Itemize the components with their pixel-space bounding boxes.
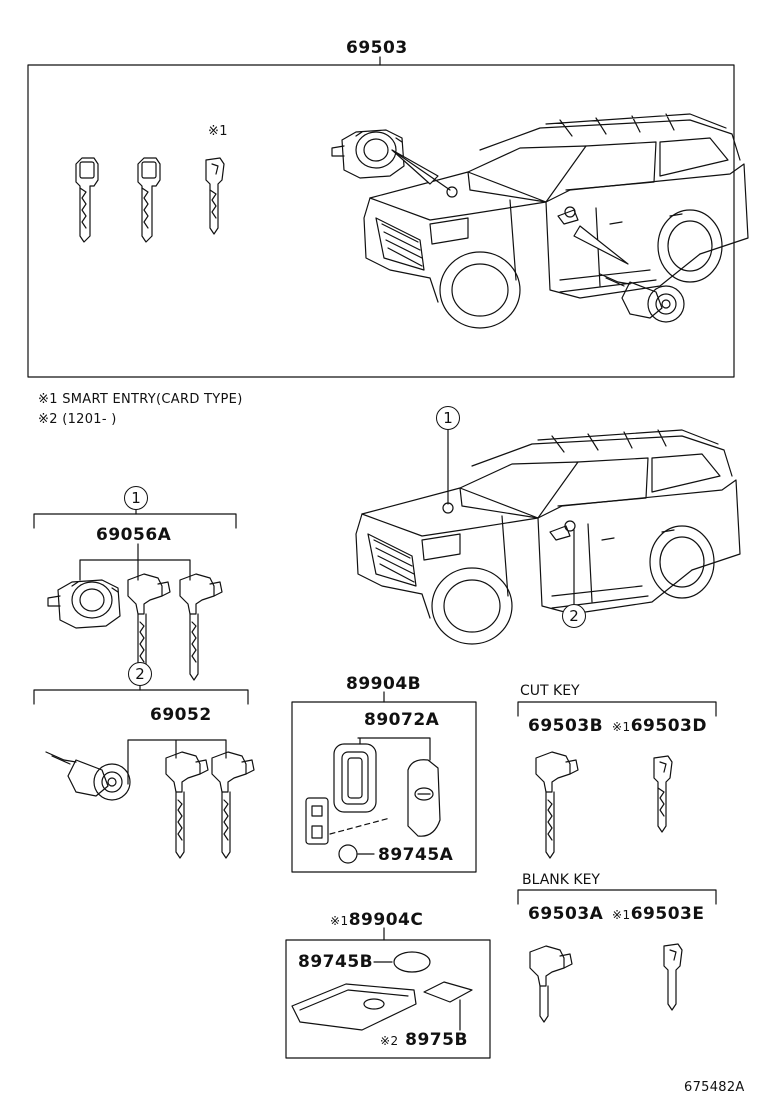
callout-2-vehicle: 2 (562, 604, 586, 628)
ignition-cylinder-top (331, 129, 405, 179)
card-key-marker-top: ※1 (208, 124, 228, 139)
caption-blank-key: BLANK KEY (522, 872, 600, 888)
card-label-sticker (423, 981, 473, 1003)
emergency-key (305, 797, 329, 845)
vehicle-middle (355, 429, 741, 645)
caption-cut-key: CUT KEY (520, 683, 580, 699)
cut-key-card-marker: ※1 (612, 720, 631, 734)
ignition-cylinder-set1 (47, 579, 121, 629)
part-number-card-label: ※2 8975B (380, 1030, 468, 1050)
card-key-number: 89904C (348, 910, 424, 930)
part-number-battery-b: 89745B (298, 952, 374, 972)
blank-key-card-number: 69503E (630, 904, 705, 924)
key-set1-b (179, 573, 223, 681)
part-number-cut-key-card: ※169503D (612, 716, 707, 736)
battery-a (338, 844, 358, 864)
door-cylinder-set2 (45, 751, 131, 801)
part-number-blank-key: 69503A (528, 904, 604, 924)
cut-key (535, 751, 579, 859)
part-number-smart-key: 89904B (346, 674, 422, 694)
card-label-marker: ※2 (380, 1034, 399, 1048)
smart-key-fob (407, 759, 441, 837)
part-number-smart-key-case: 89072A (364, 710, 440, 730)
card-key-plate (291, 983, 417, 1031)
part-number-card-key: ※189904C (330, 910, 423, 930)
cut-key-card-number: 69503D (630, 716, 707, 736)
key-set2-b (211, 751, 255, 859)
part-number-cut-key: 69503B (528, 716, 604, 736)
callout-1-set: 1 (124, 486, 148, 510)
key-left (75, 157, 99, 243)
blank-key (529, 945, 573, 1023)
battery-b (393, 951, 431, 973)
smart-key-case (333, 743, 377, 813)
card-key-box (285, 939, 491, 1059)
callout-2-set: 2 (128, 662, 152, 686)
figure-id: 675482A (684, 1080, 745, 1095)
part-number-battery-a: 89745A (378, 845, 454, 865)
callout-1-vehicle: 1 (436, 406, 460, 430)
arrow-door (573, 225, 629, 265)
card-key-marker: ※1 (330, 914, 349, 928)
card-key-top (205, 157, 225, 235)
part-number-set-1: 69056A (96, 525, 172, 545)
vehicle-top (363, 113, 749, 329)
part-number-blank-key-card: ※169503E (612, 904, 704, 924)
note-date-range: ※2 (1201- ) (38, 412, 117, 427)
card-label-number: 8975B (405, 1030, 468, 1050)
blank-key-card-marker: ※1 (612, 908, 631, 922)
note-smart-entry: ※1 SMART ENTRY(CARD TYPE) (38, 392, 243, 407)
blank-key-card (663, 943, 683, 1011)
key-middle (137, 157, 161, 243)
main-assy-box (27, 64, 735, 378)
smart-key-box (291, 701, 477, 873)
key-set2-a (165, 751, 209, 859)
part-number-set-2: 69052 (150, 705, 212, 725)
cut-key-card (653, 755, 673, 833)
part-number-main-assy: 69503 (346, 38, 408, 58)
